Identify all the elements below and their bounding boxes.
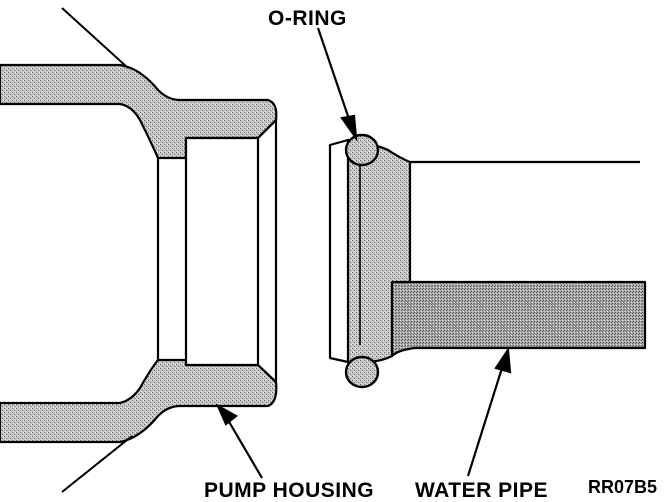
pump-housing-leader-arrowhead (215, 403, 238, 426)
pump-housing-section-line-bottom (61, 435, 133, 493)
o-ring-top-section (344, 133, 380, 167)
water-pipe-leader-arrowhead (494, 346, 512, 374)
o-ring-leader (316, 27, 352, 123)
o-ring-label: O-RING (268, 7, 347, 30)
o-ring-bottom-section (344, 355, 380, 389)
water-pipe-body (390, 280, 647, 358)
pump-housing (0, 7, 278, 493)
pump-housing-upper-wall (0, 63, 278, 160)
water-pipe (328, 138, 647, 364)
water-pipe-flange-face (328, 138, 350, 364)
water-pipe-label: WATER PIPE (415, 479, 548, 502)
pump-housing-bore-face (257, 118, 278, 384)
figure-code-label: RR07B5 (588, 477, 658, 497)
leader-lines (215, 27, 512, 479)
pump-housing-label: PUMP HOUSING (204, 479, 375, 502)
pump-housing-leader (227, 419, 263, 479)
o-ring (344, 133, 380, 389)
water-pipe-leader (466, 367, 504, 477)
pump-housing-section-line-top (61, 7, 129, 69)
pump-housing-bore (184, 136, 260, 367)
pump-housing-lower-wall (0, 358, 278, 444)
o-ring-leader-arrowhead (340, 114, 358, 143)
